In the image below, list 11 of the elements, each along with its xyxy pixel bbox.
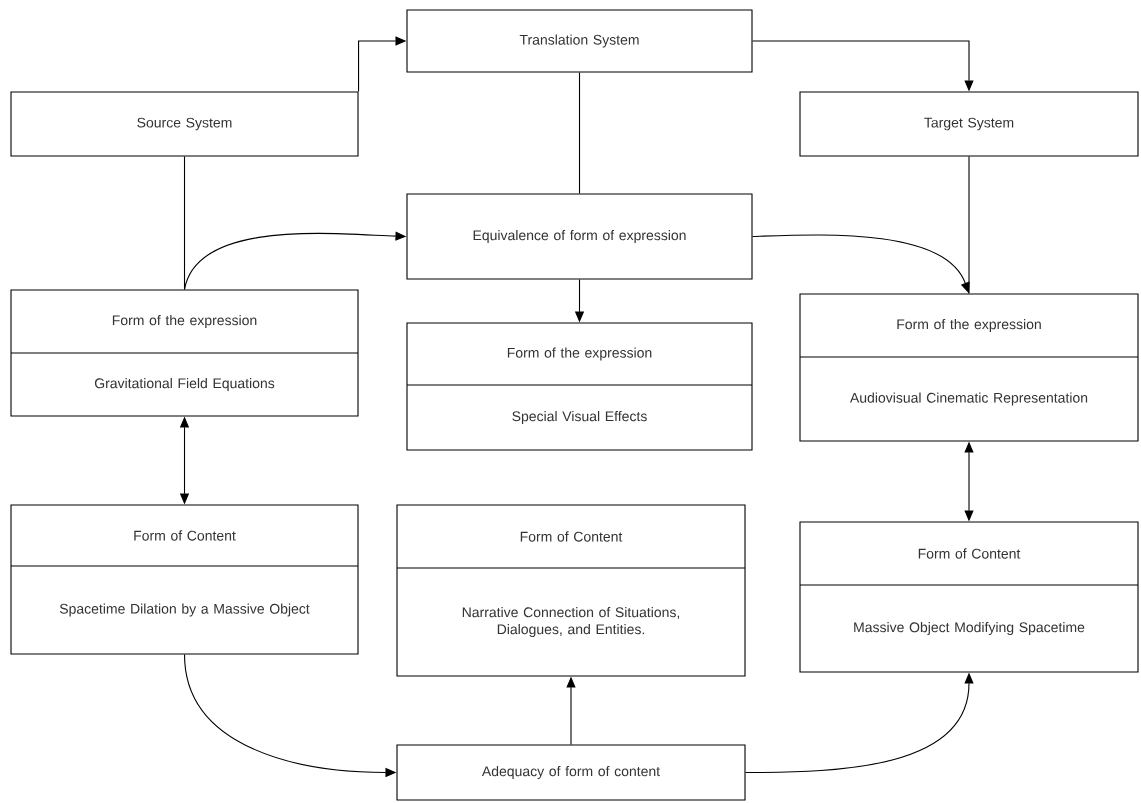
split-box: Form of Content Spacetime Dilation by a Massive Object	[10, 504, 359, 655]
process-box: Target System	[799, 91, 1139, 157]
split-box: Form of the expression Special Visual Effects	[406, 322, 753, 451]
process-box: Equivalence of form of expression	[406, 193, 753, 280]
split-box: Form of the expression Audiovisual Cinematic Representation	[799, 293, 1139, 442]
process-box: Adequacy of form of content	[396, 744, 746, 801]
process-box: Translation System	[406, 9, 753, 73]
split-box: Form of Content Narrative Connection of Situations, Dialogues, and Entities.	[396, 504, 746, 677]
split-box: Form of the expression Gravitational Field Equations	[10, 289, 359, 417]
process-box: Source System	[10, 91, 359, 157]
split-box: Form of Content Massive Object Modifying Spacetime	[799, 521, 1139, 673]
